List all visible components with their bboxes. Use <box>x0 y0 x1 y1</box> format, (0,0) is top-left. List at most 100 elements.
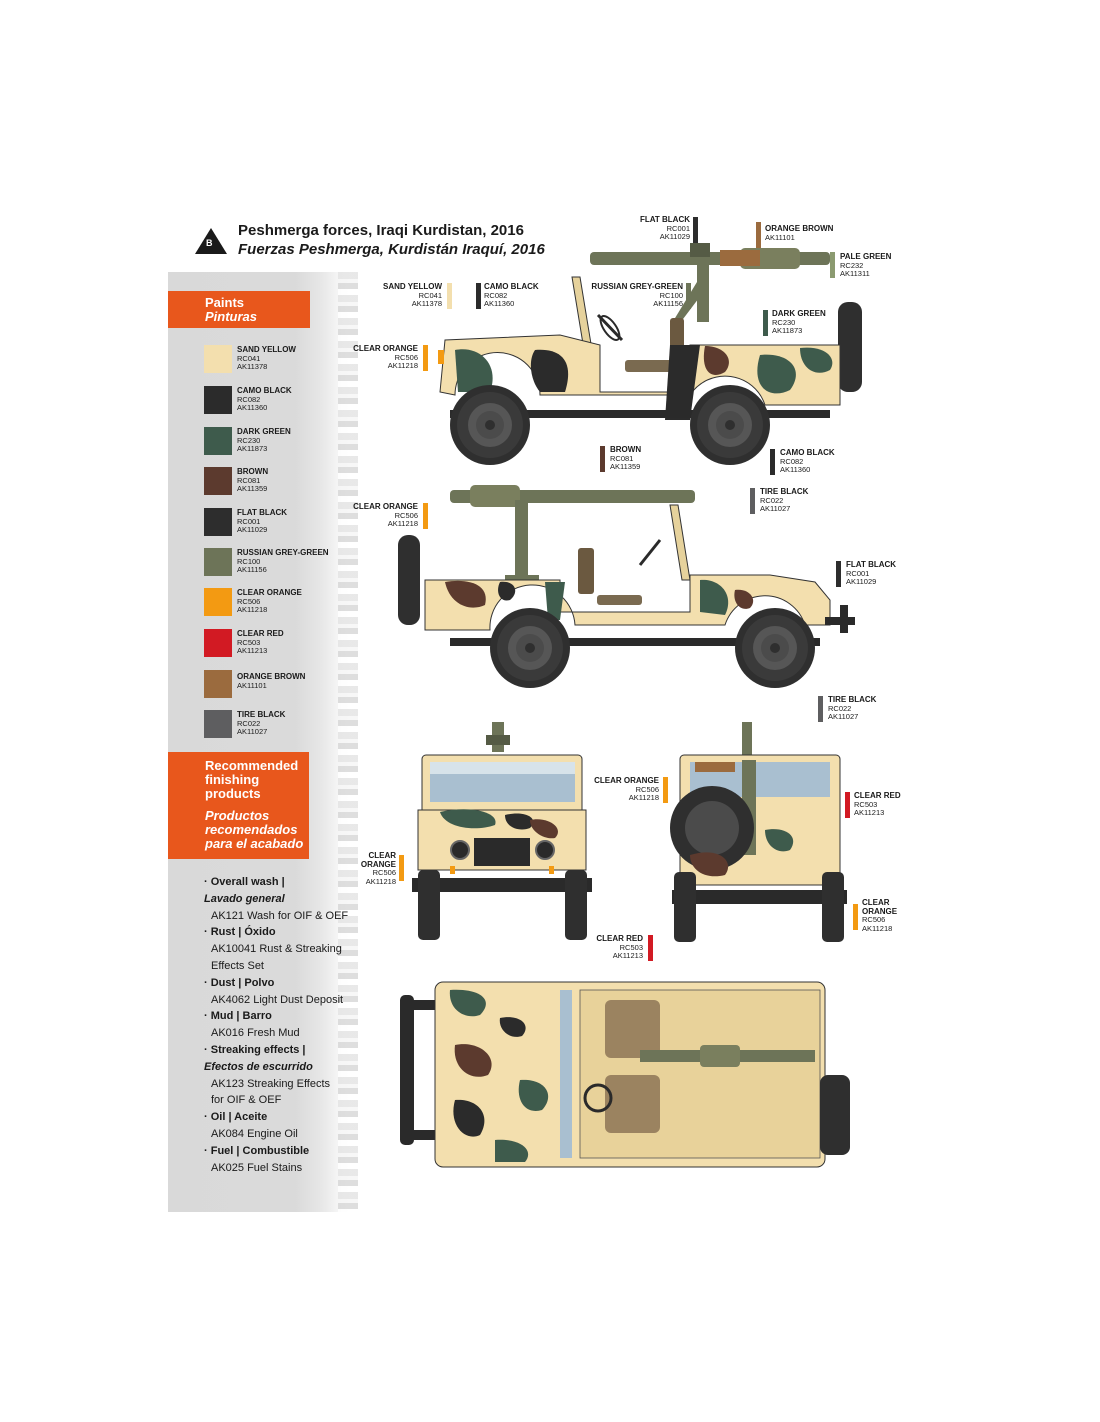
paint-code: AK11360 <box>237 403 268 413</box>
product-category: · Dust | Polvo <box>204 976 275 989</box>
paint-swatch <box>204 548 232 576</box>
profile-badge-icon: B <box>195 228 227 254</box>
paint-name: SAND YELLOW <box>237 345 296 354</box>
product-item: AK016 Fresh Mud <box>211 1027 300 1040</box>
product-category: · Fuel | Combustible <box>204 1144 310 1157</box>
paint-swatch <box>204 345 232 373</box>
product-category: · Rust | Óxido <box>204 926 276 939</box>
color-bar <box>447 283 452 309</box>
color-bar <box>600 446 605 472</box>
product-category-es: Efectos de escurrido <box>204 1060 313 1073</box>
paint-code: RC506 <box>237 596 261 606</box>
paint-name: FLAT BLACK <box>237 508 288 517</box>
paint-code: RC022 <box>237 718 261 728</box>
paint-code: RC503 <box>237 637 261 647</box>
product-item: AK084 Engine Oil <box>211 1127 298 1140</box>
paint-swatch <box>204 588 232 616</box>
finishing-header-es-line: para el acabado <box>205 836 304 851</box>
paint-name: BROWN <box>237 467 269 476</box>
page-subtitle: Fuerzas Peshmerga, Kurdistán Iraquí, 201… <box>238 241 545 258</box>
paint-swatch <box>204 710 232 738</box>
side-view-right <box>438 243 862 465</box>
color-bar <box>693 217 698 243</box>
rear-view <box>670 722 847 942</box>
paint-swatch <box>204 670 232 698</box>
color-bar <box>836 561 841 587</box>
top-view <box>400 981 850 1168</box>
paint-name: RUSSIAN GREY-GREEN <box>237 548 329 557</box>
profile-badge-letter: B <box>206 238 213 248</box>
color-bar <box>756 222 761 248</box>
paint-swatch <box>204 427 232 455</box>
paint-code: RC041 <box>237 353 261 363</box>
product-category: · Oil | Aceite <box>204 1111 268 1124</box>
color-bar <box>770 449 775 475</box>
color-bar <box>763 310 768 336</box>
paint-code: AK11218 <box>237 605 268 615</box>
paint-code: RC230 <box>237 435 261 445</box>
paints-header-en: Paints <box>205 295 245 310</box>
color-bar <box>476 283 481 309</box>
paint-code: AK11359 <box>237 484 268 494</box>
finishing-header: Recommended finishing products Productos… <box>168 752 309 859</box>
paint-code: RC081 <box>237 475 261 485</box>
finishing-header-es-line: recomendados <box>205 822 298 837</box>
paints-header: Paints Pinturas <box>168 291 310 328</box>
product-item: for OIF & OEF <box>211 1094 282 1107</box>
paint-swatch <box>204 629 232 657</box>
paint-name: CAMO BLACK <box>237 386 292 395</box>
left-panel <box>168 272 358 1212</box>
paint-code: AK11027 <box>237 727 268 737</box>
product-item: AK123 Streaking Effects <box>211 1077 331 1090</box>
color-bar <box>845 792 850 818</box>
paint-name: TIRE BLACK <box>237 710 286 719</box>
color-bar <box>423 503 428 529</box>
paint-name: DARK GREEN <box>237 427 291 436</box>
paint-code: RC001 <box>237 516 261 526</box>
front-view <box>412 722 592 940</box>
color-bar <box>686 283 691 309</box>
paint-name: CLEAR RED <box>237 629 284 638</box>
paint-swatch <box>204 508 232 536</box>
page-title: Peshmerga forces, Iraqi Kurdistan, 2016 <box>238 222 524 239</box>
color-bar <box>648 935 653 961</box>
color-bar <box>853 904 858 930</box>
product-item: Effects Set <box>211 959 264 972</box>
paints-header-es: Pinturas <box>205 309 258 324</box>
paint-swatch <box>204 467 232 495</box>
paint-name: ORANGE BROWN <box>237 672 306 681</box>
finishing-products-list: · Overall wash | Lavado general AK121 Wa… <box>204 874 354 1176</box>
paint-code: AK11029 <box>237 525 268 535</box>
paint-code: AK11873 <box>237 444 268 454</box>
paint-swatch <box>204 386 232 414</box>
product-item: AK4062 Light Dust Deposit <box>211 993 344 1006</box>
product-category: · Overall wash | <box>204 876 285 888</box>
product-item: AK025 Fuel Stains <box>211 1161 303 1174</box>
product-category-es: Lavado general <box>204 892 285 905</box>
paint-code: AK11378 <box>237 362 268 372</box>
color-bar <box>663 777 668 803</box>
